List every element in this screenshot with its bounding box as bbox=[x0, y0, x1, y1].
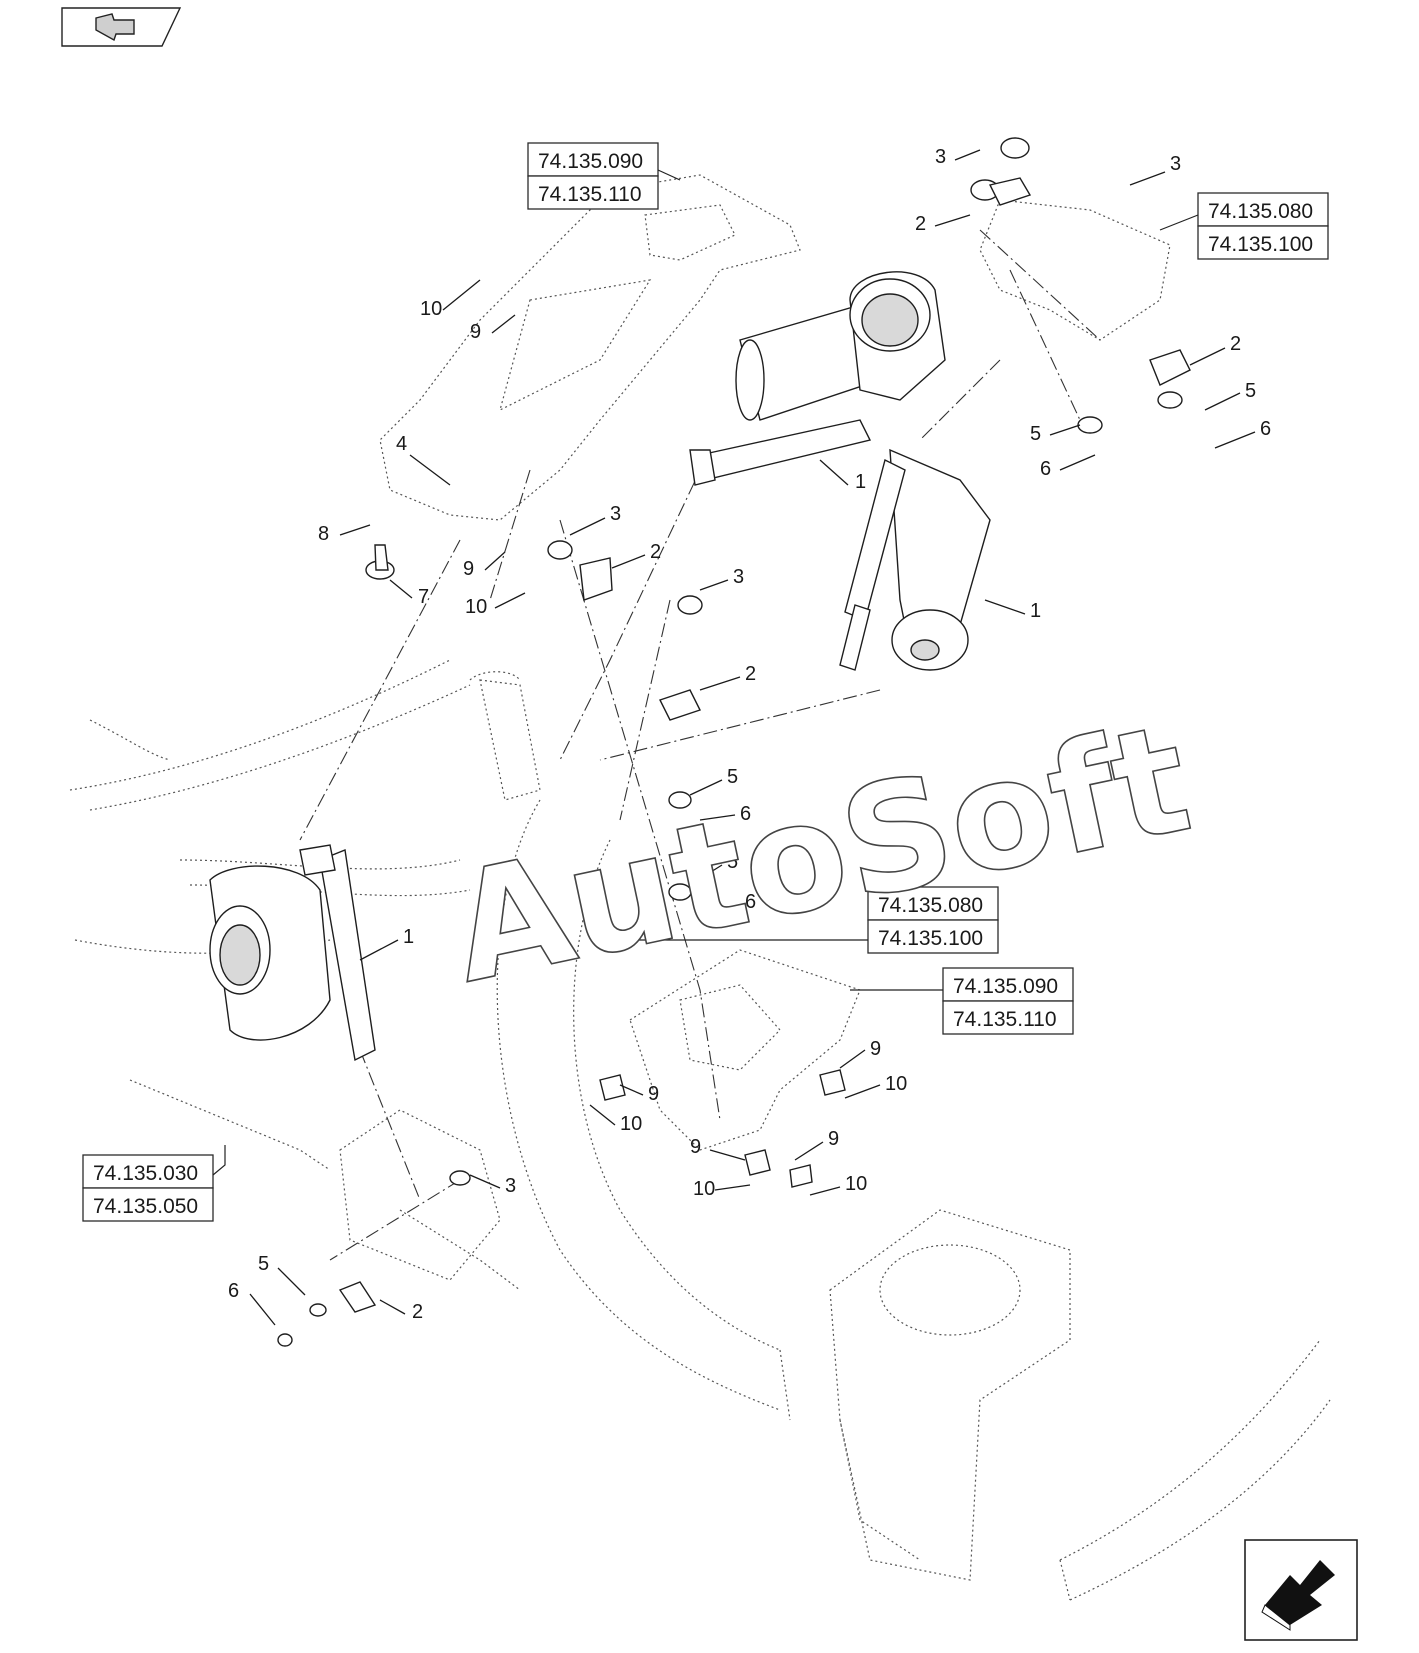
svg-text:3: 3 bbox=[1170, 153, 1181, 175]
svg-text:6: 6 bbox=[740, 803, 751, 825]
ref-box-1[interactable]: 74.135.090 74.135.110 bbox=[527, 142, 659, 210]
svg-text:74.135.090: 74.135.090 bbox=[538, 150, 643, 173]
svg-text:74.135.030: 74.135.030 bbox=[93, 1162, 198, 1185]
svg-text:2: 2 bbox=[915, 213, 926, 235]
svg-text:74.135.100: 74.135.100 bbox=[878, 927, 983, 950]
svg-text:9: 9 bbox=[463, 558, 474, 580]
svg-text:10: 10 bbox=[845, 1173, 867, 1195]
svg-text:9: 9 bbox=[690, 1136, 701, 1158]
svg-text:3: 3 bbox=[610, 503, 621, 525]
svg-text:6: 6 bbox=[1040, 458, 1051, 480]
svg-text:74.135.110: 74.135.110 bbox=[538, 183, 642, 206]
svg-text:2: 2 bbox=[745, 663, 756, 685]
hardware-small-parts bbox=[277, 137, 1191, 1347]
watermark: AutoSoft bbox=[437, 691, 1204, 1018]
arrow-next-icon[interactable] bbox=[1244, 1539, 1358, 1641]
assembly-centerlines bbox=[299, 229, 1101, 1261]
svg-text:74.135.050: 74.135.050 bbox=[93, 1195, 198, 1218]
svg-text:1: 1 bbox=[1030, 600, 1041, 622]
actuator-diagonal bbox=[839, 448, 991, 671]
svg-text:2: 2 bbox=[412, 1301, 423, 1323]
svg-text:5: 5 bbox=[258, 1253, 269, 1275]
svg-text:7: 7 bbox=[418, 586, 429, 608]
svg-text:3: 3 bbox=[935, 146, 946, 168]
svg-text:2: 2 bbox=[650, 541, 661, 563]
svg-text:10: 10 bbox=[693, 1178, 715, 1200]
frame-ghost-outlines bbox=[69, 174, 1331, 1601]
svg-text:9: 9 bbox=[470, 321, 481, 343]
svg-text:74.135.110: 74.135.110 bbox=[953, 1008, 1057, 1031]
svg-text:10: 10 bbox=[465, 596, 487, 618]
svg-text:9: 9 bbox=[870, 1038, 881, 1060]
svg-text:5: 5 bbox=[727, 766, 738, 788]
arrow-back-icon[interactable] bbox=[61, 7, 182, 47]
actuator-lower-left bbox=[209, 844, 376, 1062]
ref-box-3[interactable]: 74.135.080 74.135.100 bbox=[867, 886, 999, 954]
svg-text:10: 10 bbox=[885, 1073, 907, 1095]
svg-text:3: 3 bbox=[505, 1175, 516, 1197]
svg-text:1: 1 bbox=[403, 926, 414, 948]
svg-text:6: 6 bbox=[1260, 418, 1271, 440]
svg-text:10: 10 bbox=[420, 298, 442, 320]
svg-text:AutoSoft: AutoSoft bbox=[438, 692, 1204, 1017]
svg-text:74.135.100: 74.135.100 bbox=[1208, 233, 1313, 256]
svg-text:5: 5 bbox=[1245, 380, 1256, 402]
ref-box-5[interactable]: 74.135.030 74.135.050 bbox=[82, 1154, 214, 1222]
svg-text:3: 3 bbox=[733, 566, 744, 588]
svg-text:4: 4 bbox=[396, 433, 407, 455]
ref-box-2[interactable]: 74.135.080 74.135.100 bbox=[1197, 192, 1329, 260]
svg-text:2: 2 bbox=[1230, 333, 1241, 355]
svg-text:6: 6 bbox=[228, 1280, 239, 1302]
svg-text:74.135.090: 74.135.090 bbox=[953, 975, 1058, 998]
ref-box-4[interactable]: 74.135.090 74.135.110 bbox=[942, 967, 1074, 1035]
actuator-upper bbox=[689, 271, 946, 486]
svg-text:9: 9 bbox=[648, 1083, 659, 1105]
svg-text:9: 9 bbox=[828, 1128, 839, 1150]
svg-text:74.135.080: 74.135.080 bbox=[1208, 200, 1313, 223]
svg-text:5: 5 bbox=[1030, 423, 1041, 445]
svg-text:1: 1 bbox=[855, 471, 866, 493]
svg-text:6: 6 bbox=[745, 891, 756, 913]
svg-text:5: 5 bbox=[727, 851, 738, 873]
callout-labels: 3 3 2 2 5 6 5 6 10 9 4 8 7 1 1 9 10 3 2 … bbox=[228, 146, 1271, 1326]
svg-text:8: 8 bbox=[318, 523, 329, 545]
svg-text:10: 10 bbox=[620, 1113, 642, 1135]
svg-text:74.135.080: 74.135.080 bbox=[878, 894, 983, 917]
